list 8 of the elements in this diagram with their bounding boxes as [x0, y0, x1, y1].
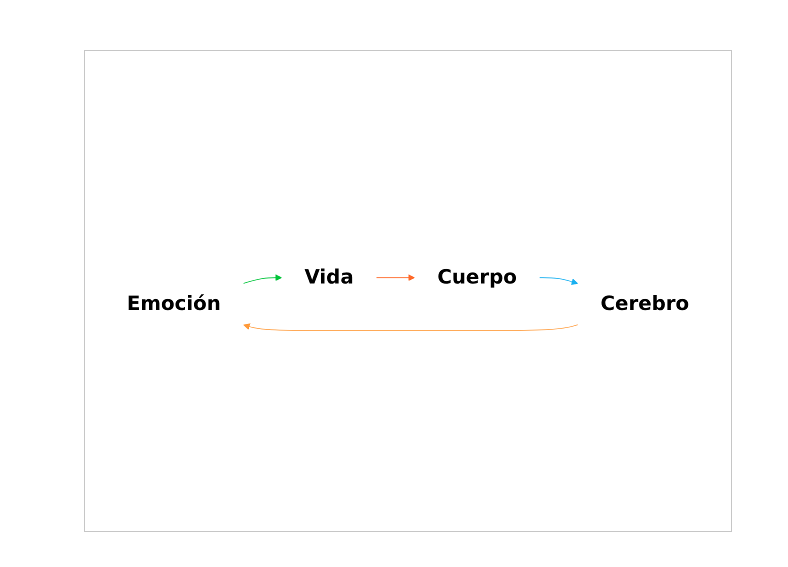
arrow [539, 277, 578, 285]
arrow [376, 274, 415, 282]
node-text: Cuerpo [437, 266, 517, 289]
node-text: Emoción [126, 292, 221, 316]
node-text: Cerebro [600, 292, 690, 316]
arrow [243, 274, 282, 284]
arrow [243, 323, 578, 331]
node-text: Vida [304, 266, 354, 289]
